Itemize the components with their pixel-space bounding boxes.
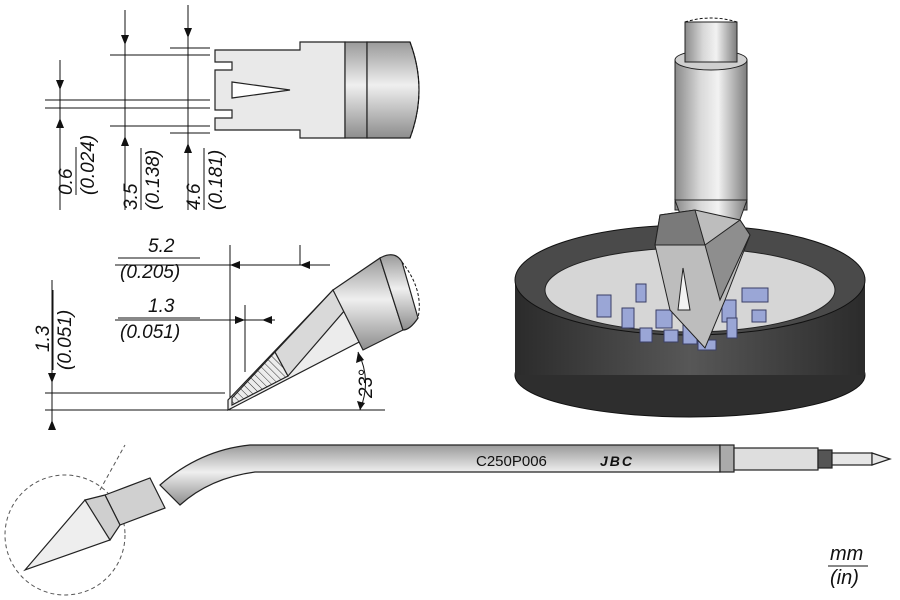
model-code-label: C250P006 bbox=[476, 453, 547, 470]
svg-text:mm: mm bbox=[830, 543, 863, 565]
svg-text:4.6: 4.6 bbox=[184, 183, 205, 210]
dim-label-3-5: 3.5 (0.138) bbox=[121, 148, 164, 210]
svg-text:(0.181): (0.181) bbox=[206, 150, 227, 210]
dim-label-4-6: 4.6 (0.181) bbox=[184, 148, 227, 210]
brand-logo: JBC bbox=[600, 453, 634, 469]
svg-text:(in): (in) bbox=[830, 567, 859, 589]
svg-text:(0.051): (0.051) bbox=[120, 322, 180, 343]
dim-label-5-2: 5.2 (0.205) bbox=[118, 236, 200, 283]
svg-text:1.3: 1.3 bbox=[148, 296, 175, 317]
dim-label-1-3-thickness: 1.3 (0.051) bbox=[33, 290, 76, 370]
dim-label-1-3-length: 1.3 (0.051) bbox=[118, 296, 200, 343]
svg-text:5.2: 5.2 bbox=[148, 236, 175, 257]
top-view-drawing bbox=[45, 5, 420, 210]
svg-text:3.5: 3.5 bbox=[121, 183, 142, 210]
side-view-drawing bbox=[45, 245, 420, 430]
units-legend: mm (in) bbox=[828, 543, 868, 589]
full-tip-drawing: C250P006 JBC bbox=[4, 444, 892, 596]
dim-label-0-6: 0.6 (0.024) bbox=[56, 135, 99, 195]
tip-3d-render bbox=[514, 17, 866, 418]
svg-text:0.6: 0.6 bbox=[56, 168, 77, 195]
svg-text:(0.024): (0.024) bbox=[78, 135, 99, 195]
dim-label-angle: 23° bbox=[356, 369, 377, 399]
svg-text:1.3: 1.3 bbox=[33, 325, 54, 352]
svg-text:(0.051): (0.051) bbox=[55, 310, 76, 370]
svg-text:(0.138): (0.138) bbox=[143, 150, 164, 210]
svg-text:(0.205): (0.205) bbox=[120, 262, 180, 283]
